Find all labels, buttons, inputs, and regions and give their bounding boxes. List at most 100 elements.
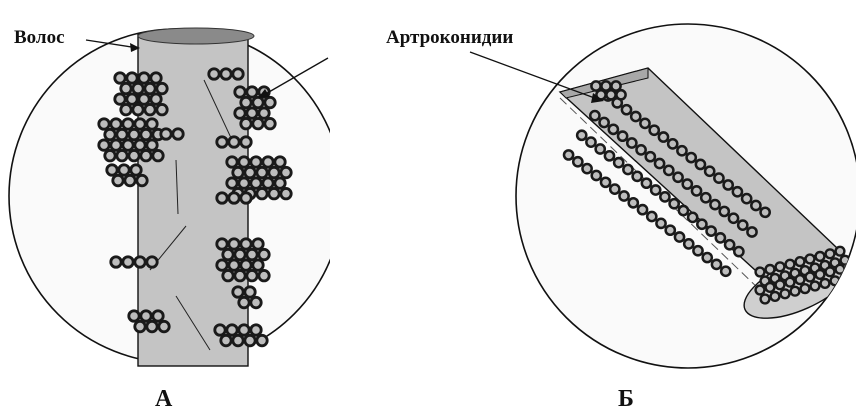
spore	[239, 178, 249, 188]
spore	[131, 165, 141, 175]
spore	[127, 94, 137, 104]
spore	[227, 325, 237, 335]
spore	[756, 286, 765, 295]
spore	[241, 260, 251, 270]
spore	[806, 273, 815, 282]
spore	[712, 260, 721, 269]
spore	[683, 179, 692, 188]
spore	[622, 105, 631, 114]
spore	[791, 287, 800, 296]
spore	[786, 260, 795, 269]
spore	[135, 119, 145, 129]
spore	[259, 270, 269, 280]
spore	[251, 297, 261, 307]
spore	[145, 104, 155, 114]
spore	[605, 151, 614, 160]
spore	[786, 278, 795, 287]
spore	[123, 257, 133, 267]
spore	[245, 287, 255, 297]
spore	[99, 119, 109, 129]
spore	[675, 232, 684, 241]
spore	[263, 178, 273, 188]
spore	[703, 253, 712, 262]
spore	[147, 257, 157, 267]
spore	[227, 157, 237, 167]
spore	[217, 239, 227, 249]
spore	[259, 108, 269, 118]
spore	[668, 139, 677, 148]
spore	[636, 145, 645, 154]
spore	[771, 292, 780, 301]
spore	[111, 140, 121, 150]
spore	[687, 153, 696, 162]
spore	[227, 178, 237, 188]
spore	[679, 206, 688, 215]
spore	[776, 262, 785, 271]
spore	[129, 311, 139, 321]
spore	[761, 295, 770, 304]
spore	[642, 179, 651, 188]
spore	[734, 247, 743, 256]
spore	[586, 138, 595, 147]
spore	[233, 287, 243, 297]
spore	[217, 137, 227, 147]
spore	[215, 325, 225, 335]
spore	[629, 198, 638, 207]
spore	[257, 167, 267, 177]
spore	[217, 260, 227, 270]
spore	[733, 187, 742, 196]
spore	[251, 157, 261, 167]
spore	[701, 193, 710, 202]
spore	[776, 280, 785, 289]
spore	[241, 193, 251, 203]
spore	[821, 279, 830, 288]
spore	[275, 157, 285, 167]
spore	[275, 178, 285, 188]
spore	[707, 226, 716, 235]
spore	[692, 186, 701, 195]
spore	[265, 97, 275, 107]
spore	[221, 69, 231, 79]
spore	[135, 140, 145, 150]
spore	[582, 164, 591, 173]
spore	[123, 140, 133, 150]
spore	[836, 265, 845, 274]
spore	[646, 152, 655, 161]
spore	[147, 140, 157, 150]
spore	[133, 83, 143, 93]
spore	[241, 137, 251, 147]
spore	[826, 249, 835, 258]
hair-label: Волос	[14, 27, 65, 48]
spore	[129, 150, 139, 160]
spore	[633, 172, 642, 181]
spore	[710, 200, 719, 209]
spore	[251, 178, 261, 188]
hair-cut-end	[138, 28, 254, 44]
spore	[229, 239, 239, 249]
spore	[117, 129, 127, 139]
spore	[269, 188, 279, 198]
spore	[111, 119, 121, 129]
spore	[647, 212, 656, 221]
spore	[596, 144, 605, 153]
spore	[592, 171, 601, 180]
spore	[229, 137, 239, 147]
spore	[245, 167, 255, 177]
spore	[157, 83, 167, 93]
spore	[235, 87, 245, 97]
spore	[253, 239, 263, 249]
spore	[153, 150, 163, 160]
panel-letter-b: Б	[618, 386, 634, 410]
spore	[157, 104, 167, 114]
spore	[239, 325, 249, 335]
spore	[239, 297, 249, 307]
spore	[135, 321, 145, 331]
spore	[115, 94, 125, 104]
spore	[811, 282, 820, 291]
spore	[836, 247, 845, 256]
spore	[241, 118, 251, 128]
spore	[247, 270, 257, 280]
spore	[696, 160, 705, 169]
spore	[239, 157, 249, 167]
